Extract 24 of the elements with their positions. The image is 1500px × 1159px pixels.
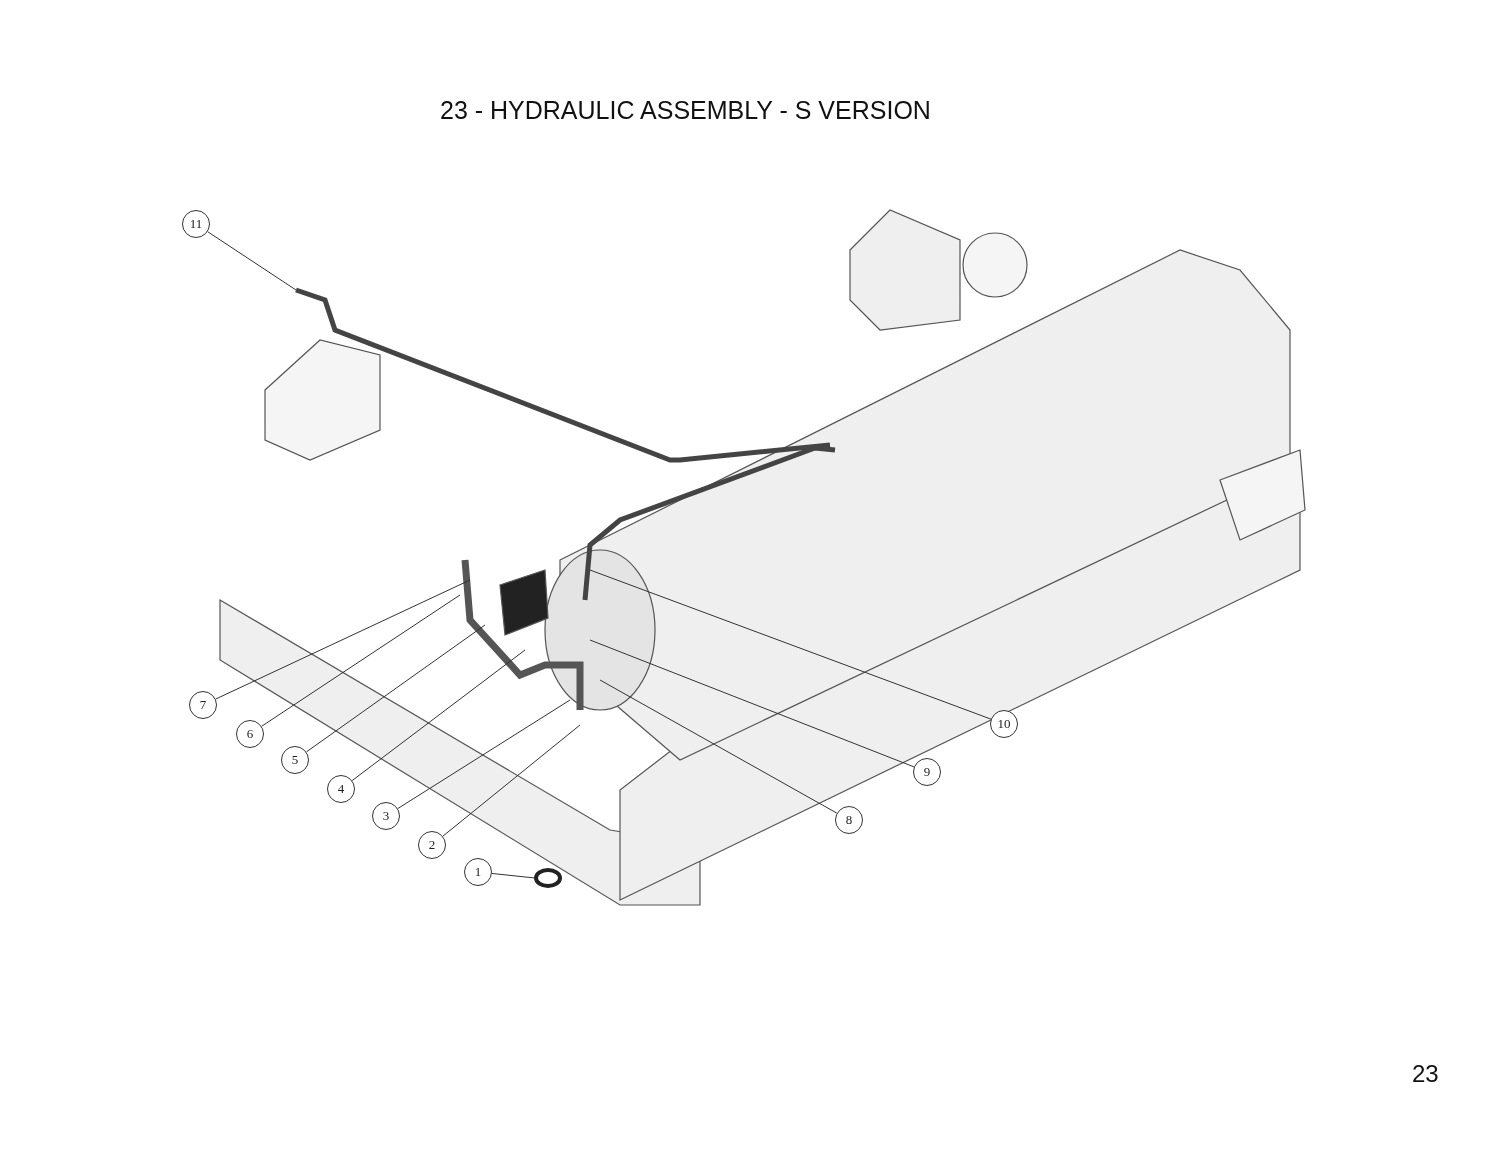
- callout-number: 9: [913, 758, 941, 786]
- callout-number: 2: [418, 831, 446, 859]
- callout-number: 1: [464, 858, 492, 886]
- leader-line: [215, 579, 471, 700]
- leader-line: [491, 872, 536, 879]
- page-number: 23: [1412, 1060, 1439, 1088]
- callout-number: 4: [327, 775, 355, 803]
- leader-line: [442, 724, 581, 837]
- callout-number: 6: [236, 720, 264, 748]
- leader-line: [305, 624, 486, 753]
- page-title: 23 - HYDRAULIC ASSEMBLY - S VERSION: [440, 96, 931, 125]
- leader-line: [599, 679, 838, 814]
- callout-number: 3: [372, 802, 400, 830]
- callout-number: 7: [189, 691, 217, 719]
- callout-number: 5: [281, 746, 309, 774]
- callout-number: 10: [990, 710, 1018, 738]
- leader-line: [397, 699, 571, 810]
- leader-line: [589, 639, 915, 768]
- leader-line: [207, 231, 297, 291]
- leader-line: [351, 649, 526, 782]
- leader-line: [589, 569, 992, 720]
- leader-line: [261, 594, 461, 727]
- callout-number: 11: [182, 210, 210, 238]
- callout-number: 8: [835, 806, 863, 834]
